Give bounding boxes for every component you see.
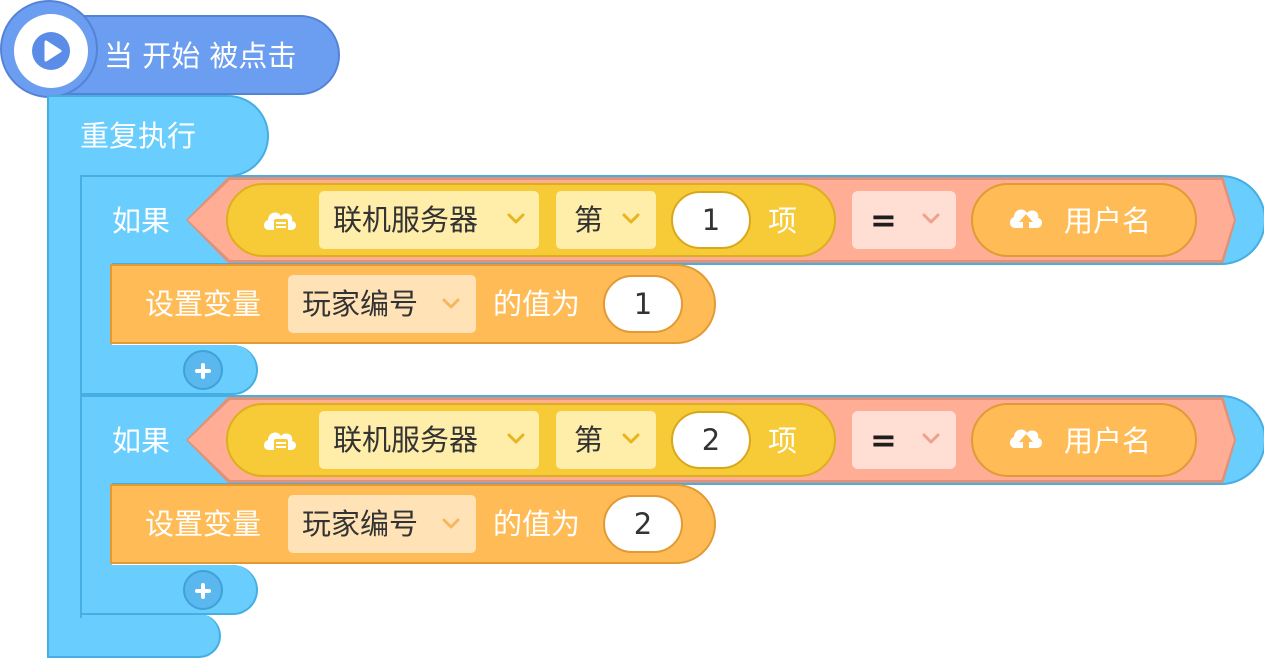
chevron-down-icon [507,433,525,444]
forever-block[interactable] [47,95,269,177]
operator-dropdown[interactable]: = [852,191,956,249]
chevron-down-icon [922,213,940,224]
forever-block-arm [47,170,81,616]
add-branch-button[interactable] [183,570,223,610]
username-label: 用户名 [1064,424,1152,458]
chevron-down-icon [622,213,640,224]
set-variable-label: 设置变量 [145,507,262,541]
index-input[interactable]: 2 [671,411,751,469]
if-block-bottom [80,345,258,395]
add-branch-button[interactable] [183,350,223,390]
start-event-circle [0,0,98,98]
value-input[interactable]: 1 [603,275,683,333]
if-label: 如果 [112,204,171,238]
index-type-dropdown[interactable]: 第 [556,411,656,469]
forever-block-bottom [47,614,221,658]
item-word-label: 项 [768,424,798,458]
cloud-username-reporter[interactable] [971,403,1197,477]
chevron-down-icon [442,298,460,309]
chevron-down-icon [442,518,460,529]
variable-dropdown[interactable]: 玩家编号 [288,495,476,553]
cloud-list-icon [263,432,297,452]
cloud-upload-icon [1009,429,1043,450]
list-name-dropdown[interactable]: 联机服务器 [319,191,539,249]
forever-label: 重复执行 [80,119,197,153]
if-block-bottom [80,565,258,615]
set-variable-label: 设置变量 [145,287,262,321]
cloud-upload-icon [1009,209,1043,230]
chevron-down-icon [622,433,640,444]
chevron-down-icon [922,433,940,444]
list-name-dropdown[interactable]: 联机服务器 [319,411,539,469]
value-input[interactable]: 2 [603,495,683,553]
index-input[interactable]: 1 [671,191,751,249]
username-label: 用户名 [1064,204,1152,238]
operator-dropdown[interactable]: = [852,411,956,469]
play-icon[interactable] [32,32,70,70]
if-label: 如果 [112,424,171,458]
when-start-clicked-label: 当 开始 被点击 [104,39,297,73]
value-to-label: 的值为 [493,507,581,541]
value-to-label: 的值为 [493,287,581,321]
variable-dropdown[interactable]: 玩家编号 [288,275,476,333]
chevron-down-icon [507,213,525,224]
index-type-dropdown[interactable]: 第 [556,191,656,249]
cloud-username-reporter[interactable] [971,183,1197,257]
item-word-label: 项 [768,204,798,238]
cloud-list-icon [263,212,297,232]
